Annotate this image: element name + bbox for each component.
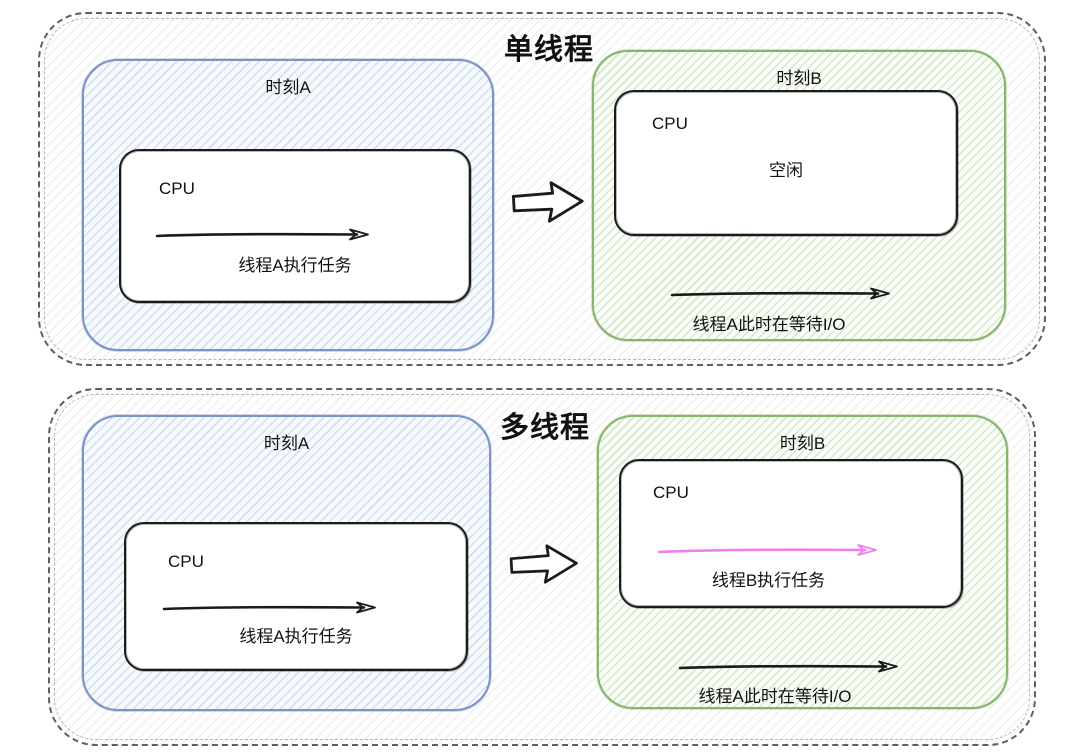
moment-a-label: 时刻A [263, 434, 310, 453]
task-b-label: 线程B执行任务 [711, 571, 826, 590]
moment-a-label: 时刻A [265, 78, 311, 97]
arrow-right-icon [670, 287, 890, 300]
block-arrow-icon [511, 181, 584, 223]
moment-b-label: 时刻B [779, 434, 826, 453]
cpu-idle-label: 空闲 [769, 161, 803, 180]
cpu-box: CPU 线程B执行任务 [619, 459, 963, 608]
waiting-io-label: 线程A此时在等待I/O [698, 687, 852, 706]
cpu-box: CPU 空闲 [614, 90, 958, 236]
cpu-box: CPU 线程A执行任务 [124, 522, 468, 671]
moment-b-box: 时刻B CPU 线程B执行任务 线程A此时在等待I/O [597, 415, 1008, 709]
section-title-single-thread: 单线程 [503, 34, 595, 66]
waiting-io-label: 线程A此时在等待I/O [692, 315, 846, 334]
task-a-label: 线程A执行任务 [239, 627, 353, 646]
cpu-label: CPU [653, 483, 689, 502]
task-a-label: 线程A执行任务 [238, 256, 352, 275]
arrow-right-pink-icon [657, 544, 877, 556]
single-thread-container: 单线程 时刻A CPU 线程A执行任务 时刻B CPU 空闲 线程A此时在等待I… [38, 12, 1046, 366]
moment-a-box: 时刻A CPU 线程A执行任务 [82, 59, 494, 351]
cpu-label: CPU [168, 552, 204, 571]
cpu-label: CPU [159, 179, 195, 198]
cpu-label: CPU [652, 114, 688, 133]
multi-thread-container: 多线程 时刻A CPU 线程A执行任务 时刻B CPU 线程B执行任务 [48, 388, 1036, 746]
arrow-right-icon [155, 228, 369, 241]
block-arrow-icon [509, 544, 578, 584]
moment-b-box: 时刻B CPU 空闲 线程A此时在等待I/O [592, 50, 1006, 341]
moment-b-label: 时刻B [776, 69, 822, 88]
arrow-right-icon [678, 660, 898, 673]
cpu-box: CPU 线程A执行任务 [119, 149, 471, 303]
moment-a-box: 时刻A CPU 线程A执行任务 [82, 415, 491, 711]
section-title-multi-thread: 多线程 [499, 412, 591, 444]
arrow-right-icon [162, 601, 376, 614]
